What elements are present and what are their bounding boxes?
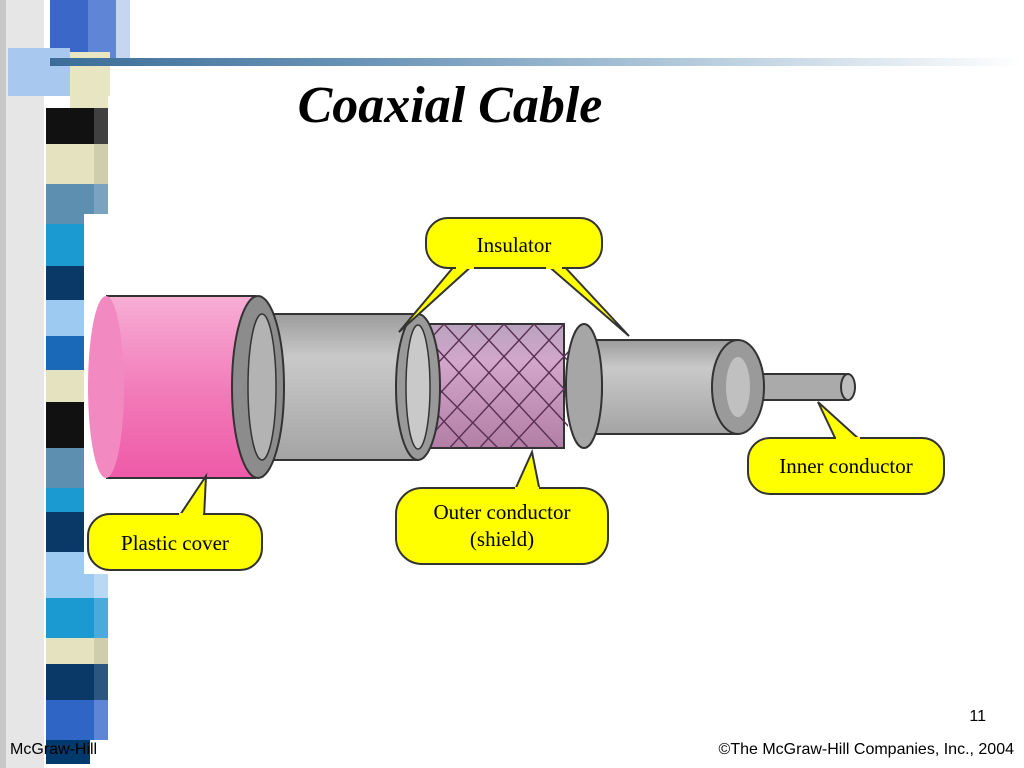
callout-inner-conductor: Inner conductor [747,401,945,495]
callout-insulator: Insulator [398,217,630,337]
label-outer-conductor: Outer conductor [433,500,570,524]
footer-publisher: McGraw-Hill [10,741,98,758]
coaxial-cable-diagram: Insulator Inner conductor Outer conducto… [84,214,964,574]
decorative-side-stripe [0,0,130,768]
outer-insulator-segment [257,313,441,461]
callout-outer-conductor: Outer conductor (shield) [395,448,609,565]
label-plastic-cover: Plastic cover [121,531,229,555]
label-inner-conductor: Inner conductor [779,454,913,478]
stripe-bottom-block [46,740,90,764]
plastic-cover [88,295,285,479]
label-shield: (shield) [470,527,534,551]
callout-plastic-cover: Plastic cover [87,472,263,571]
footer-copyright: ©The McGraw-Hill Companies, Inc., 2004 [718,741,1014,758]
title-rule [50,58,1024,66]
slide-title: Coaxial Cable [297,77,603,134]
slide-number: 11 [969,708,986,725]
label-insulator: Insulator [477,233,552,257]
